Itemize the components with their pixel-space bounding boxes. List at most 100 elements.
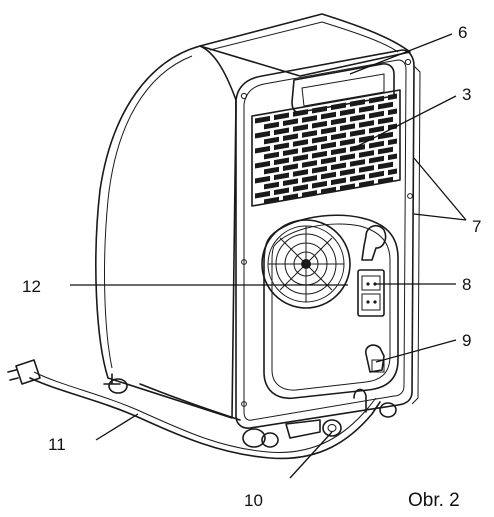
grille-slat <box>369 95 384 104</box>
grille-slat <box>350 99 365 107</box>
grille-slat <box>255 160 270 169</box>
grille-slat <box>340 153 355 162</box>
grille-slat <box>359 135 374 143</box>
grille-slat <box>359 105 374 113</box>
grille-slat <box>264 121 279 130</box>
grille-slat <box>369 155 384 164</box>
callout-3: 3 <box>462 85 471 104</box>
grille-slat <box>302 130 317 138</box>
grille-slat <box>312 135 327 144</box>
grille-slat <box>321 111 336 120</box>
grille-slat <box>283 118 298 127</box>
grille-slat <box>274 172 289 181</box>
grille-slat <box>331 177 346 186</box>
grille-slat <box>378 116 393 125</box>
grille-slat <box>378 146 393 155</box>
grille-slat <box>255 175 270 184</box>
casters <box>103 373 397 448</box>
grille-slat <box>388 138 397 146</box>
callout-9: 9 <box>462 331 471 350</box>
power-cord <box>7 359 381 460</box>
grille-slat <box>274 157 289 166</box>
grille-slat <box>321 141 336 150</box>
grille-slat <box>312 165 327 174</box>
grille-slat <box>264 166 279 175</box>
figure-caption: Obr. 2 <box>408 490 460 511</box>
grille-slat <box>321 171 336 180</box>
grille-slat <box>378 101 393 110</box>
bottom-drain-port <box>322 419 342 437</box>
socket-panel <box>357 269 385 317</box>
grille-slat <box>255 145 270 154</box>
grille-slat <box>255 130 270 139</box>
grille-slat <box>293 124 308 132</box>
grille-slat <box>378 161 393 170</box>
grille-slat <box>255 190 270 199</box>
grille-slat <box>340 138 355 147</box>
appliance-body <box>95 13 421 429</box>
grille-slat <box>331 117 346 126</box>
grille-slat <box>359 150 374 158</box>
grille-slat <box>283 178 298 187</box>
grille-slat <box>388 168 397 176</box>
air-filter-grille <box>251 89 401 207</box>
grille-slat <box>302 160 317 168</box>
grille-slat <box>312 120 327 129</box>
callout-7: 7 <box>472 217 481 236</box>
grille-slat <box>264 136 279 145</box>
callout-11: 11 <box>48 435 66 454</box>
grille-slat <box>331 102 346 111</box>
screws <box>240 58 413 407</box>
grille-slat <box>302 175 317 183</box>
grille-slat <box>350 129 365 137</box>
grille-slat <box>283 133 298 142</box>
grille-slat <box>302 145 317 153</box>
grille-slat <box>350 174 365 182</box>
grille-slat <box>378 176 393 185</box>
grille-slat <box>264 181 279 190</box>
callout-6: 6 <box>458 23 467 42</box>
grille-slat <box>378 131 393 140</box>
grille-slat <box>264 151 279 160</box>
grille-slat <box>264 196 279 205</box>
grille-slat <box>340 123 355 132</box>
grille-slat <box>312 105 327 114</box>
grille-slat <box>350 159 365 167</box>
grille-slat <box>331 147 346 156</box>
callout-8: 8 <box>462 275 471 294</box>
callout-10: 10 <box>244 491 263 510</box>
grille-slat <box>293 139 308 147</box>
grille-slat <box>350 144 365 152</box>
grille-slat <box>321 156 336 165</box>
grille-slat <box>369 110 384 119</box>
grille-slat <box>274 127 289 136</box>
rear-tube <box>353 388 367 413</box>
grille-slat <box>340 183 355 192</box>
grille-slat <box>283 193 298 202</box>
grille-slat <box>359 180 374 188</box>
leader-lines <box>70 33 467 479</box>
cord-hook-upper <box>361 224 387 261</box>
grille-slat <box>293 184 308 192</box>
grille-slat <box>274 187 289 196</box>
grille-slat <box>340 108 355 117</box>
grille-slat <box>321 126 336 135</box>
callout-12: 12 <box>22 277 41 296</box>
grille-slat <box>312 180 327 189</box>
grille-slat <box>369 170 384 179</box>
grille-slat <box>388 153 397 161</box>
grille-slat <box>293 154 308 162</box>
grille-slat <box>274 112 289 121</box>
grille-slat <box>350 114 365 122</box>
grille-slat <box>302 190 317 198</box>
grille-slat <box>293 169 308 177</box>
grille-slat <box>331 162 346 171</box>
grille-slat <box>283 163 298 172</box>
grille-slat <box>293 109 308 117</box>
grille-slat <box>274 142 289 151</box>
grille-slat <box>388 108 397 116</box>
grille-slat <box>302 115 317 123</box>
drain-outlet <box>364 344 385 373</box>
grille-slat <box>283 148 298 157</box>
